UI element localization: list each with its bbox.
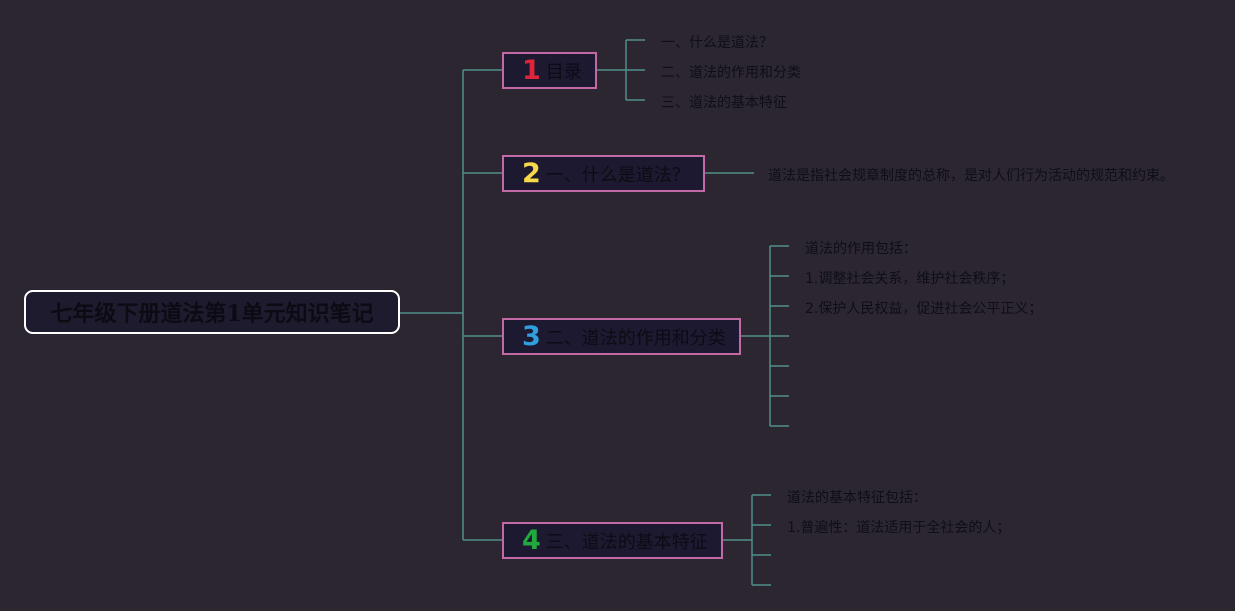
branch-toc[interactable]: 1 目录	[502, 52, 597, 89]
leaf-topic[interactable]: 道法的基本特征包括：	[787, 490, 927, 506]
branch-features[interactable]: 4 三、道法的基本特征	[502, 522, 723, 559]
root-topic[interactable]: 七年级下册道法第1单元知识笔记	[24, 290, 400, 334]
leaf-topic[interactable]: 三、道法的基本特征	[661, 95, 787, 111]
leaf-topic[interactable]: 二、道法的作用和分类	[661, 65, 801, 81]
leaf-topic[interactable]: 2.保护人民权益，促进社会公平正义；	[805, 301, 1043, 317]
leaf-topic[interactable]: 道法的作用包括：	[805, 241, 917, 257]
branch-number-2: 2	[522, 158, 541, 189]
branch-label: 三、道法的基本特征	[545, 531, 708, 553]
leaf-topic[interactable]: 1.调整社会关系，维护社会秩序；	[805, 271, 1015, 287]
branch-number-4: 4	[522, 525, 541, 556]
branch-label: 二、道法的作用和分类	[545, 327, 726, 349]
branch-label: 目录	[545, 61, 582, 83]
leaf-topic[interactable]: 一、什么是道法？	[661, 35, 773, 51]
leaf-topic[interactable]: 1.普遍性：道法适用于全社会的人；	[787, 520, 1011, 536]
branch-what-is-daofa[interactable]: 2 一、什么是道法？	[502, 155, 705, 192]
branch-number-3: 3	[522, 321, 541, 352]
branch-number-1: 1	[522, 55, 541, 86]
leaf-topic[interactable]: 道法是指社会规章制度的总称，是对人们行为活动的规范和约束。	[768, 168, 1174, 184]
branch-functions[interactable]: 3 二、道法的作用和分类	[502, 318, 741, 355]
branch-label: 一、什么是道法？	[545, 164, 690, 186]
